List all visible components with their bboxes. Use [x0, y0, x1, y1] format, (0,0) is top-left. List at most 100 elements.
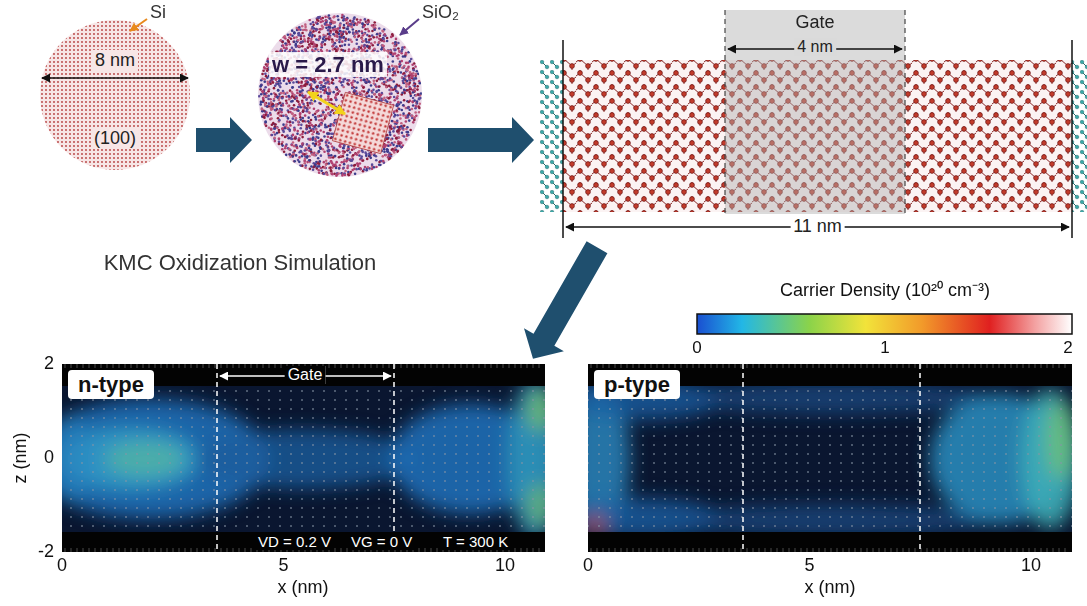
oxide-atom — [323, 161, 326, 164]
oxide-atom — [279, 39, 282, 42]
oxide-atom — [264, 120, 267, 123]
oxide-atom — [281, 134, 284, 137]
oxide-atom — [267, 114, 270, 117]
oxide-atom — [375, 91, 378, 94]
oxide-atom — [343, 15, 346, 18]
oxide-atom — [395, 137, 398, 140]
oxide-atom — [401, 67, 404, 70]
oxide-atom — [377, 85, 380, 88]
oxide-atom — [390, 92, 393, 95]
oxide-atom — [278, 79, 281, 82]
oxide-atom — [346, 82, 349, 85]
oxide-atom — [346, 158, 349, 161]
oxide-atom — [270, 93, 273, 96]
oxide-atom — [334, 112, 337, 115]
oxide-atom — [274, 78, 277, 81]
oxide-atom — [311, 102, 314, 105]
oxide-atom — [322, 131, 325, 134]
oxide-atom — [397, 42, 400, 45]
oxide-atom — [286, 120, 289, 123]
oxide-atom — [278, 137, 281, 140]
oxide-atom — [288, 104, 291, 107]
oxide-atom — [263, 80, 266, 83]
oxide-atom — [335, 39, 338, 42]
oxide-atom — [284, 42, 287, 45]
oxide-atom — [322, 113, 325, 116]
oxide-atom — [260, 84, 263, 87]
oxide-atom — [398, 136, 401, 139]
oxide-atom — [321, 25, 324, 28]
oxide-atom — [310, 165, 313, 168]
oxide-atom — [419, 82, 422, 85]
oxide-atom — [288, 98, 291, 101]
oxide-atom — [318, 115, 321, 118]
oxide-atom — [409, 129, 412, 132]
oxide-atom — [316, 22, 319, 25]
oxide-atom — [393, 96, 396, 99]
oxide-atom — [312, 114, 315, 117]
oxide-atom — [405, 128, 408, 131]
oxide-atom — [333, 15, 336, 18]
oxide-atom — [381, 77, 384, 80]
oxide-atom — [338, 151, 341, 154]
oxide-atom — [407, 106, 410, 109]
oxide-atom — [311, 153, 314, 156]
oxide-atom — [270, 108, 273, 111]
oxide-atom — [354, 36, 357, 39]
oxide-atom — [393, 99, 396, 102]
oxide-atom — [317, 157, 320, 160]
oxide-atom — [291, 155, 294, 158]
oxide-atom — [324, 16, 327, 19]
oxide-atom — [371, 30, 374, 33]
oxide-atom — [413, 119, 416, 122]
oxide-atom — [324, 166, 327, 169]
oxide-atom — [277, 99, 280, 102]
oxide-atom — [392, 60, 395, 63]
oxide-atom — [333, 25, 336, 28]
oxide-atom — [407, 101, 410, 104]
oxide-atom — [318, 119, 321, 122]
oxide-atom — [358, 91, 361, 94]
oxide-atom — [387, 141, 390, 144]
oxide-atom — [293, 32, 296, 35]
oxide-atom — [310, 129, 313, 132]
oxide-atom — [355, 42, 358, 45]
oxide-atom — [382, 37, 385, 40]
oxide-atom — [318, 169, 321, 172]
oxide-atom — [333, 172, 336, 175]
oxide-atom — [399, 101, 402, 104]
oxide-atom — [299, 106, 302, 109]
oxide-atom — [282, 44, 285, 47]
oxide-atom — [287, 117, 290, 120]
oxide-atom — [278, 129, 281, 132]
oxide-atom — [415, 70, 418, 73]
oxide-atom — [304, 149, 307, 152]
oxide-atom — [312, 168, 315, 171]
oxide-atom — [287, 105, 290, 108]
oxide-atom — [369, 157, 372, 160]
oxide-atom — [259, 85, 262, 88]
oxide-atom — [308, 144, 311, 147]
oxide-atom — [398, 63, 401, 66]
oxide-atom — [347, 164, 350, 167]
oxide-atom — [297, 45, 300, 48]
oxide-atom — [335, 99, 338, 102]
oxide-atom — [379, 32, 382, 35]
oxide-atom — [349, 159, 352, 162]
oxide-atom — [273, 87, 276, 90]
oxide-atom — [330, 99, 333, 102]
oxide-atom — [320, 118, 323, 121]
oxide-atom — [293, 160, 296, 163]
oxide-atom — [274, 109, 277, 112]
oxide-atom — [360, 79, 363, 82]
oxide-atom — [327, 112, 330, 115]
oxide-atom — [375, 159, 378, 162]
oxide-atom — [259, 88, 262, 91]
oxide-atom — [400, 86, 403, 89]
oxide-atom — [309, 138, 312, 141]
oxide-atom — [371, 163, 374, 166]
oxide-atom — [332, 164, 335, 167]
oxide-atom — [319, 81, 322, 84]
oxide-atom — [396, 114, 399, 117]
oxide-atom — [265, 95, 268, 98]
